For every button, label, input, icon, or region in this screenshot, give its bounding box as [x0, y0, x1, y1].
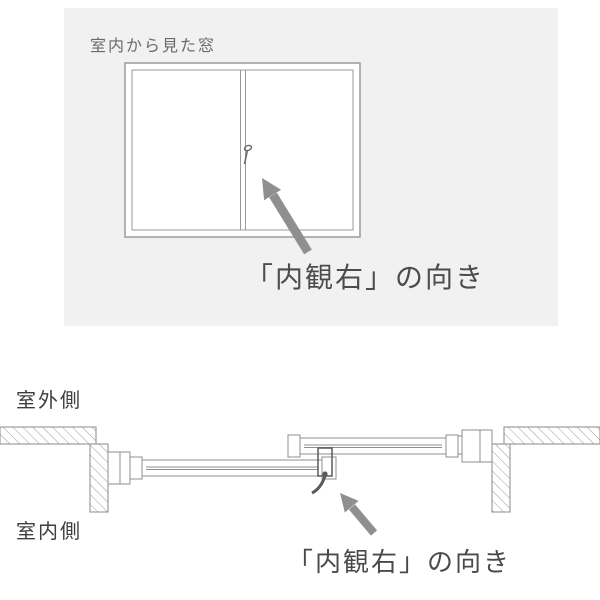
direction-label: 「内観右」の向き — [245, 261, 486, 294]
panel-caption: 室内から見た窓 — [90, 36, 217, 55]
wall-hatch-right — [503, 426, 600, 445]
interior-sash — [129, 456, 337, 480]
crescent-lock-icon — [311, 447, 333, 495]
frame-right — [453, 429, 493, 463]
cross-section-diagram — [0, 426, 600, 536]
jamb-left — [89, 443, 109, 513]
window-outer-frame — [124, 62, 361, 238]
direction-label: 「内観右」の向き — [287, 548, 512, 578]
window-front-diagram — [124, 62, 361, 255]
direction-arrow-icon — [262, 178, 312, 255]
exterior-sash — [287, 434, 459, 458]
indoor-side-label: 室内側 — [16, 519, 82, 543]
window-inner-frame — [131, 69, 354, 231]
direction-arrow-icon — [340, 493, 378, 536]
outdoor-side-label: 室外側 — [16, 388, 82, 412]
jamb-right — [491, 443, 511, 513]
crescent-lock-icon — [243, 144, 253, 165]
wall-hatch-left — [0, 426, 97, 445]
interior-view-panel: 室内から見た窓 「内観右」の向き — [64, 8, 558, 326]
